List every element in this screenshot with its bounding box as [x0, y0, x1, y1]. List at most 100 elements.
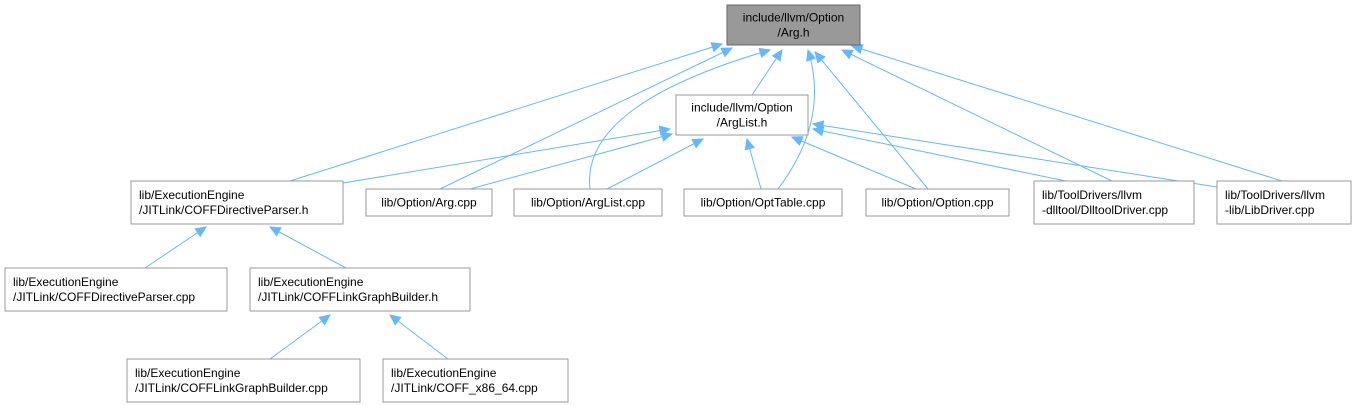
- node-arglist_cpp[interactable]: lib/Option/ArgList.cpp: [513, 188, 663, 217]
- node-box: [683, 188, 843, 217]
- node-cofflgb_h[interactable]: lib/ExecutionEngine/JITLink/COFFLinkGrap…: [249, 267, 471, 312]
- edge-line: [606, 138, 704, 190]
- edge-option_cpp-to-arglist_h: [790, 136, 917, 190]
- edge-line: [812, 128, 1067, 182]
- node-label: lib/Option/Option.cpp: [881, 196, 993, 210]
- node-box: [513, 188, 663, 217]
- arrowhead: [771, 48, 783, 62]
- node-label: lib/ToolDrivers/llvm: [1042, 188, 1142, 202]
- edge-arglist_h-to-arg_h: [751, 48, 783, 96]
- edge-line: [289, 43, 723, 182]
- node-arglist_h[interactable]: include/llvm/Option/ArgList.h: [675, 94, 809, 136]
- node-box: [675, 94, 809, 136]
- node-box: [1033, 180, 1195, 225]
- arrowhead: [806, 48, 817, 62]
- node-dlltool_cpp[interactable]: lib/ToolDrivers/llvm-dlltool/DlltoolDriv…: [1033, 180, 1195, 225]
- arrowhead: [850, 44, 864, 55]
- arrowhead: [790, 136, 804, 146]
- node-coffdir_h[interactable]: lib/ExecutionEngine/JITLink/COFFDirectiv…: [130, 180, 344, 225]
- edge-line: [812, 123, 1218, 188]
- arrowhead: [389, 314, 402, 326]
- node-libdriver_cpp[interactable]: lib/ToolDrivers/llvm-lib/LibDriver.cpp: [1216, 180, 1352, 225]
- edges-layer: [144, 42, 1283, 360]
- node-label: /Arg.h: [777, 26, 809, 40]
- node-label: lib/ExecutionEngine: [139, 188, 245, 202]
- edge-option_cpp-to-arg_h: [814, 51, 929, 190]
- arrowhead: [194, 226, 208, 238]
- edge-opttable_cpp-to-arglist_h: [744, 137, 762, 190]
- edge-dlltool_cpp-to-arglist_h: [811, 125, 1067, 182]
- arrowhead: [268, 226, 282, 237]
- edge-line: [269, 226, 347, 269]
- node-opttable_cpp[interactable]: lib/Option/OptTable.cpp: [683, 188, 843, 217]
- edge-libdriver_cpp-to-arglist_h: [811, 120, 1218, 188]
- edge-line: [841, 49, 1113, 182]
- node-label: include/llvm/Option: [743, 11, 844, 25]
- node-option_cpp[interactable]: lib/Option/Option.cpp: [865, 188, 1010, 217]
- node-label: /ArgList.h: [717, 116, 768, 130]
- edge-line: [777, 49, 816, 190]
- arrowhead: [744, 137, 755, 151]
- node-label: lib/ExecutionEngine: [13, 275, 119, 289]
- node-box: [249, 267, 471, 312]
- edge-coffdir_h-to-arglist_h: [342, 125, 672, 184]
- node-box: [4, 267, 228, 312]
- node-label: lib/ToolDrivers/llvm: [1225, 188, 1325, 202]
- edge-arglist_cpp-to-arglist_h: [606, 138, 705, 190]
- node-label: lib/ExecutionEngine: [135, 366, 241, 380]
- node-label: /JITLink/COFFLinkGraphBuilder.cpp: [135, 381, 328, 395]
- node-label: lib/Option/Arg.cpp: [381, 196, 477, 210]
- arrowhead: [660, 131, 674, 142]
- edge-line: [814, 51, 929, 190]
- edge-cofflgb_cpp-to-cofflgb_h: [269, 314, 331, 360]
- edge-line: [851, 45, 1283, 182]
- arrowhead: [318, 314, 331, 326]
- edge-line: [439, 47, 733, 190]
- arrowhead: [710, 42, 724, 53]
- edge-libdriver_cpp-to-arg_h: [850, 44, 1283, 182]
- arrowhead: [811, 120, 825, 131]
- node-label: lib/Option/ArgList.cpp: [531, 196, 645, 210]
- edge-arglist_cpp-to-arg_h: [589, 47, 772, 190]
- edge-line: [389, 314, 449, 360]
- edge-coffx86_cpp-to-cofflgb_h: [389, 314, 449, 360]
- edge-coffdir_h-to-arg_h: [289, 42, 724, 182]
- node-label: lib/ExecutionEngine: [258, 275, 364, 289]
- edge-line: [791, 136, 917, 190]
- node-label: lib/ExecutionEngine: [391, 366, 497, 380]
- node-box: [126, 358, 361, 403]
- node-arg_h[interactable]: include/llvm/Option/Arg.h: [726, 4, 861, 46]
- edge-opttable_cpp-to-arg_h: [777, 48, 817, 190]
- edge-arg_cpp-to-arglist_h: [469, 131, 674, 190]
- node-label: /JITLink/COFFLinkGraphBuilder.h: [258, 290, 438, 304]
- edge-cofflgb_h-to-coffdir_h: [268, 226, 347, 269]
- node-coffx86_cpp[interactable]: lib/ExecutionEngine/JITLink/COFF_x86_64.…: [382, 358, 569, 403]
- arrowhead: [720, 47, 734, 58]
- node-label: include/llvm/Option: [691, 101, 792, 115]
- node-cofflgb_cpp[interactable]: lib/ExecutionEngine/JITLink/COFFLinkGrap…: [126, 358, 361, 403]
- node-box: [382, 358, 569, 403]
- arrowhead: [691, 138, 705, 149]
- node-label: /JITLink/COFF_x86_64.cpp: [391, 381, 538, 395]
- node-arg_cpp[interactable]: lib/Option/Arg.cpp: [365, 188, 493, 217]
- node-coffdir_cpp[interactable]: lib/ExecutionEngine/JITLink/COFFDirectiv…: [4, 267, 228, 312]
- node-box: [365, 188, 493, 217]
- node-box: [726, 4, 861, 46]
- node-label: /JITLink/COFFDirectiveParser.h: [139, 203, 308, 217]
- edge-arg_cpp-to-arg_h: [439, 47, 734, 190]
- node-label: lib/Option/OptTable.cpp: [701, 196, 826, 210]
- node-label: -lib/LibDriver.cpp: [1225, 203, 1315, 217]
- edge-line: [144, 226, 207, 269]
- edge-dlltool_cpp-to-arg_h: [840, 49, 1113, 182]
- node-box: [865, 188, 1010, 217]
- arrowhead: [758, 47, 772, 58]
- arrowhead: [840, 49, 854, 60]
- node-box: [130, 180, 344, 225]
- edge-line: [469, 133, 673, 190]
- node-label: /JITLink/COFFDirectiveParser.cpp: [13, 290, 195, 304]
- edge-line: [269, 314, 331, 360]
- arrowhead: [814, 51, 826, 64]
- node-box: [1216, 180, 1352, 225]
- edge-coffdir_cpp-to-coffdir_h: [144, 226, 208, 269]
